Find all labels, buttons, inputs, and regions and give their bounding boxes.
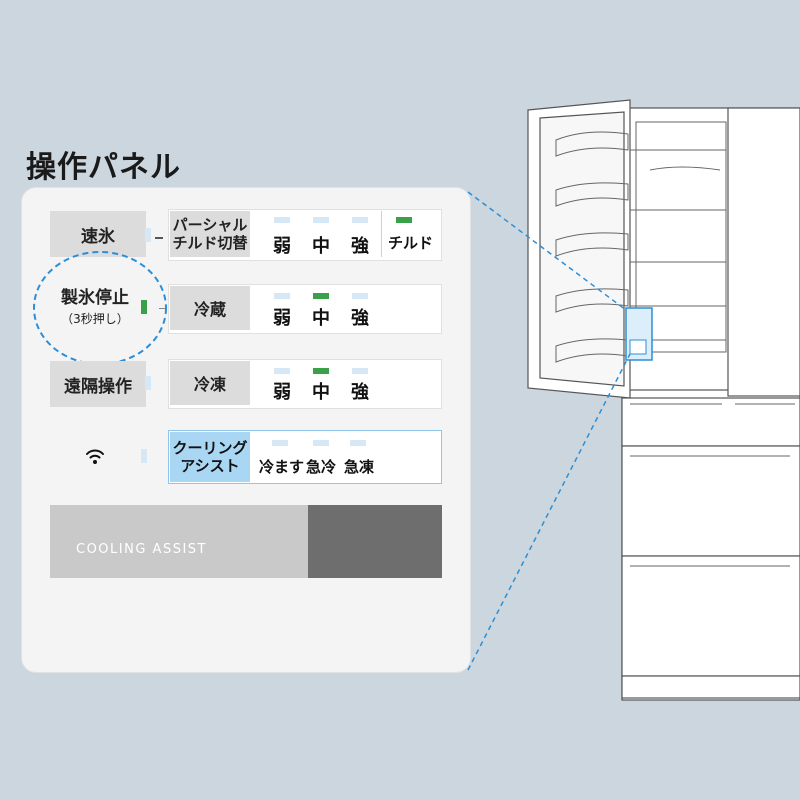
fridge-weak-indicator	[274, 293, 290, 299]
remote-operation-button[interactable]: 遠隔操作	[50, 361, 146, 407]
cooling-assist-display: COOLING ASSIST	[50, 505, 442, 578]
partial-chilled-label: パーシャル チルド切替	[172, 216, 248, 252]
assist-option-rapid-cool: 急冷	[306, 458, 337, 476]
cooling-assist-label: クーリング アシスト	[172, 439, 248, 475]
cooling-assist-button[interactable]: クーリング アシスト	[170, 432, 250, 482]
refrigerator-label: 冷蔵	[193, 300, 226, 319]
refrigerator-button[interactable]: 冷蔵	[170, 286, 250, 330]
freezer-weak-indicator	[274, 368, 290, 374]
partial-chilled-switch-button[interactable]: パーシャル チルド切替	[170, 211, 250, 257]
ice-stop-button[interactable]: 製氷停止 （3秒押し）	[52, 283, 138, 329]
freezer-level-strong: 強	[351, 382, 369, 403]
freezer-level-weak: 弱	[273, 382, 291, 403]
ice-stop-sublabel: （3秒押し）	[61, 312, 129, 326]
remote-operation-indicator	[145, 376, 151, 390]
panel-title: 操作パネル	[26, 150, 181, 185]
quick-ice-indicator	[145, 228, 151, 242]
display-text: COOLING ASSIST	[76, 542, 207, 557]
chilled-separator	[381, 211, 382, 257]
display-dark-area	[308, 505, 442, 578]
partial-level-strong: 強	[351, 236, 369, 257]
fridge-level-mid: 中	[312, 308, 330, 329]
display-light-area	[50, 505, 308, 578]
chilled-indicator	[396, 217, 412, 223]
freezer-strong-indicator	[352, 368, 368, 374]
fridge-strong-indicator	[352, 293, 368, 299]
row-connector	[159, 308, 165, 309]
wifi-indicator	[141, 449, 147, 463]
freezer-button[interactable]: 冷凍	[170, 361, 250, 405]
remote-operation-label: 遠隔操作	[64, 376, 132, 397]
ice-stop-indicator	[141, 300, 147, 314]
ice-stop-label: 製氷停止	[61, 288, 129, 308]
partial-level-mid: 中	[312, 236, 330, 257]
quick-ice-label: 速氷	[81, 226, 115, 247]
chilled-option: チルド	[388, 234, 434, 252]
partial-strong-indicator	[352, 217, 368, 223]
fridge-mid-indicator	[313, 293, 329, 299]
ice-stop-highlight-circle	[33, 251, 167, 365]
row-connector	[155, 237, 163, 239]
quick-ice-button[interactable]: 速氷	[50, 211, 146, 257]
fridge-level-weak: 弱	[273, 308, 291, 329]
freezer-mid-indicator	[313, 368, 329, 374]
partial-mid-indicator	[313, 217, 329, 223]
assist-cool-indicator	[272, 440, 288, 446]
partial-level-weak: 弱	[273, 236, 291, 257]
wifi-icon	[86, 449, 104, 464]
assist-rapid-freeze-indicator	[350, 440, 366, 446]
assist-option-cool: 冷ます	[259, 458, 305, 476]
freezer-label: 冷凍	[193, 375, 226, 394]
freezer-level-mid: 中	[312, 382, 330, 403]
partial-weak-indicator	[274, 217, 290, 223]
assist-rapid-cool-indicator	[313, 440, 329, 446]
fridge-level-strong: 強	[351, 308, 369, 329]
assist-option-rapid-freeze: 急凍	[344, 458, 375, 476]
